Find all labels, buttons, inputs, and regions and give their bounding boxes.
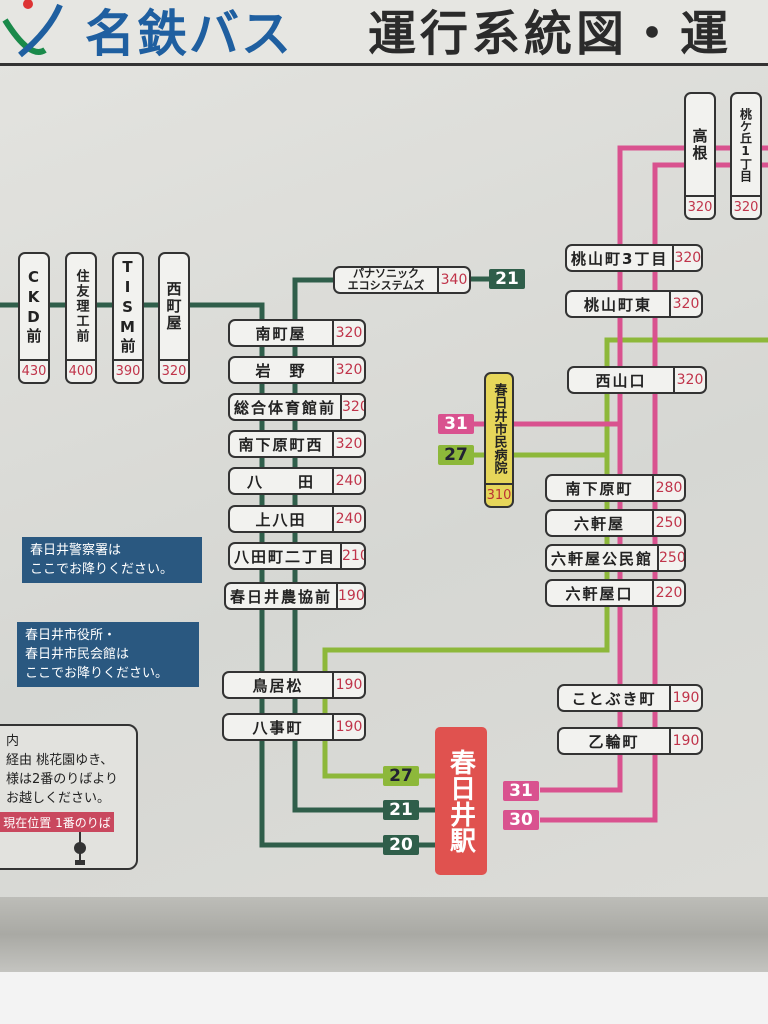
stop-name: 南下原町西 [238,435,324,454]
meitetsu-logo-icon [2,0,63,58]
stop-fare: 320 [340,395,364,419]
paper-notice [0,972,768,1024]
stop-name: 上八田 [255,510,307,529]
route-badge-21: 21 [383,800,419,820]
route-badge-31: 31 [503,781,539,801]
stop-center_stops-1: 岩 野 320 [228,356,366,384]
stop-fare: 320 [332,432,364,456]
stop-name: 南下原町 [565,479,634,498]
stop-name: 春日井農協前 [230,587,333,606]
stop-center_stops-5: 上八田 240 [228,505,366,533]
stop-name: ことぶき町 [571,689,657,708]
stop-right_stops-4: 六軒屋 250 [545,509,686,537]
stop-name: 岩 野 [255,361,307,380]
stop-name: 桃山町3丁目 [571,249,669,268]
stop-fare: 320 [332,358,364,382]
route-badge-27: 27 [383,766,419,786]
stop-fare: 190 [336,584,364,608]
kasugai-station: 春日井駅 [435,727,487,875]
stop-right_stops-8: 乙輪町 190 [557,727,703,755]
stop-name: 南町屋 [255,324,307,343]
current-location-pin-icon [74,832,86,865]
stop-center_stops-0: 南町屋 320 [228,319,366,347]
stop-center_stops-2: 総合体育館前320 [228,393,366,421]
stop-fare: 320 [673,368,705,392]
stop-fare: 190 [669,686,701,710]
callout-police: 春日井警察署はここでお降りください。 [22,537,202,583]
stop-name: 六軒屋 [573,514,625,533]
stop-fare: 250 [657,546,684,570]
route-badge-20: 20 [383,835,419,855]
stop-name: 六軒屋口 [565,584,634,603]
callout-city-hall: 春日井市役所・春日井市民会館はここでお降りください。 [17,622,199,687]
stop-fare: 320 [672,246,701,270]
stop-fare: 320 [332,321,364,345]
stop-fare: 240 [332,507,364,531]
route-badge-21: 21 [489,269,525,289]
info-box: 内経由 桃花園ゆき、様は2番のりばよりお越しください。 [0,724,138,870]
current-location-label: 現在位置 1番のりば [0,812,114,832]
stop-name: 乙輪町 [588,732,640,751]
stop-fare: 190 [332,673,364,697]
stop-fare: 220 [652,581,684,605]
stop-name: 八田町二丁目 [234,547,337,566]
stop-fare: 320 [669,292,701,316]
stop-name: 鳥居松 [252,676,304,695]
stop-right_stops-1: 桃山町東 320 [565,290,703,318]
stop-fare: 190 [669,729,701,753]
brand-name: 名鉄バス [85,5,293,63]
stop-fare: 210 [340,544,364,568]
stop-name: 八事町 [252,718,304,737]
stop-fare: 250 [652,511,684,535]
stop-center_stops-3: 南下原町西 320 [228,430,366,458]
stop-name: 六軒屋公民館 [551,549,654,568]
stop-center_stops-9: 八事町 190 [222,713,366,741]
stop-fare: 190 [332,715,364,739]
stop-name: 総合体育館前 [234,398,337,417]
metal-frame [0,897,768,972]
stop-right_stops-3: 南下原町 280 [545,474,686,502]
stop-right_stops-6: 六軒屋口 220 [545,579,686,607]
stop-right_stops-2: 西山口 320 [567,366,707,394]
header: 名鉄バス 運行系統図・運 [0,0,768,66]
route-badge-30: 30 [503,810,539,830]
stop-center_stops-4: 八 田 240 [228,467,366,495]
stop-right_stops-7: ことぶき町 190 [557,684,703,712]
stop-center_stops-6: 八田町二丁目210 [228,542,366,570]
stop-name: 桃山町東 [583,295,652,314]
map-title: 運行系統図・運 [368,6,733,62]
stop-name: 八 田 [246,472,315,491]
route-badge-27: 27 [438,445,474,465]
stop-fare: 280 [652,476,684,500]
stop-center_stops-8: 鳥居松 190 [222,671,366,699]
stop-name: 西山口 [595,371,647,390]
route-badge-31: 31 [438,414,474,434]
stop-fare: 240 [332,469,364,493]
